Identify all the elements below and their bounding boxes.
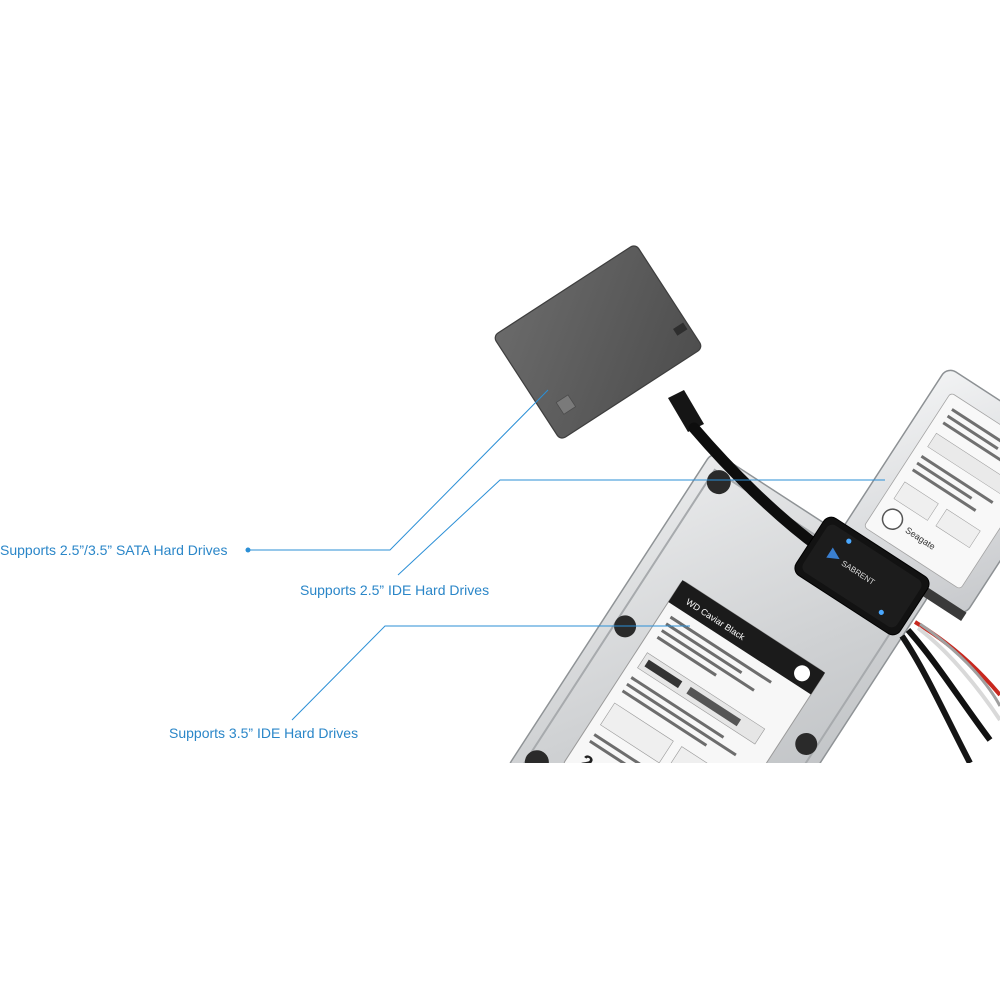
adapter-led: [846, 538, 852, 544]
callout-label-ide-25: Supports 2.5” IDE Hard Drives: [300, 582, 490, 598]
callout-lines: [245, 389, 885, 721]
callout-line-ide25: [397, 479, 885, 576]
sata-ssd: [494, 245, 702, 439]
usb-adapter: SABRENT: [794, 516, 930, 636]
callout-dot-sata: [245, 547, 251, 553]
callout-line-ide35: [291, 625, 690, 721]
callout-line-sata: [248, 389, 549, 551]
callout-label-sata: Supports 2.5”/3.5” SATA Hard Drives: [0, 542, 228, 558]
callout-label-ide-35: Supports 3.5” IDE Hard Drives: [169, 725, 359, 741]
power-cables: [899, 620, 1000, 763]
usb-cable: [668, 390, 826, 554]
adapter-led: [878, 609, 884, 615]
